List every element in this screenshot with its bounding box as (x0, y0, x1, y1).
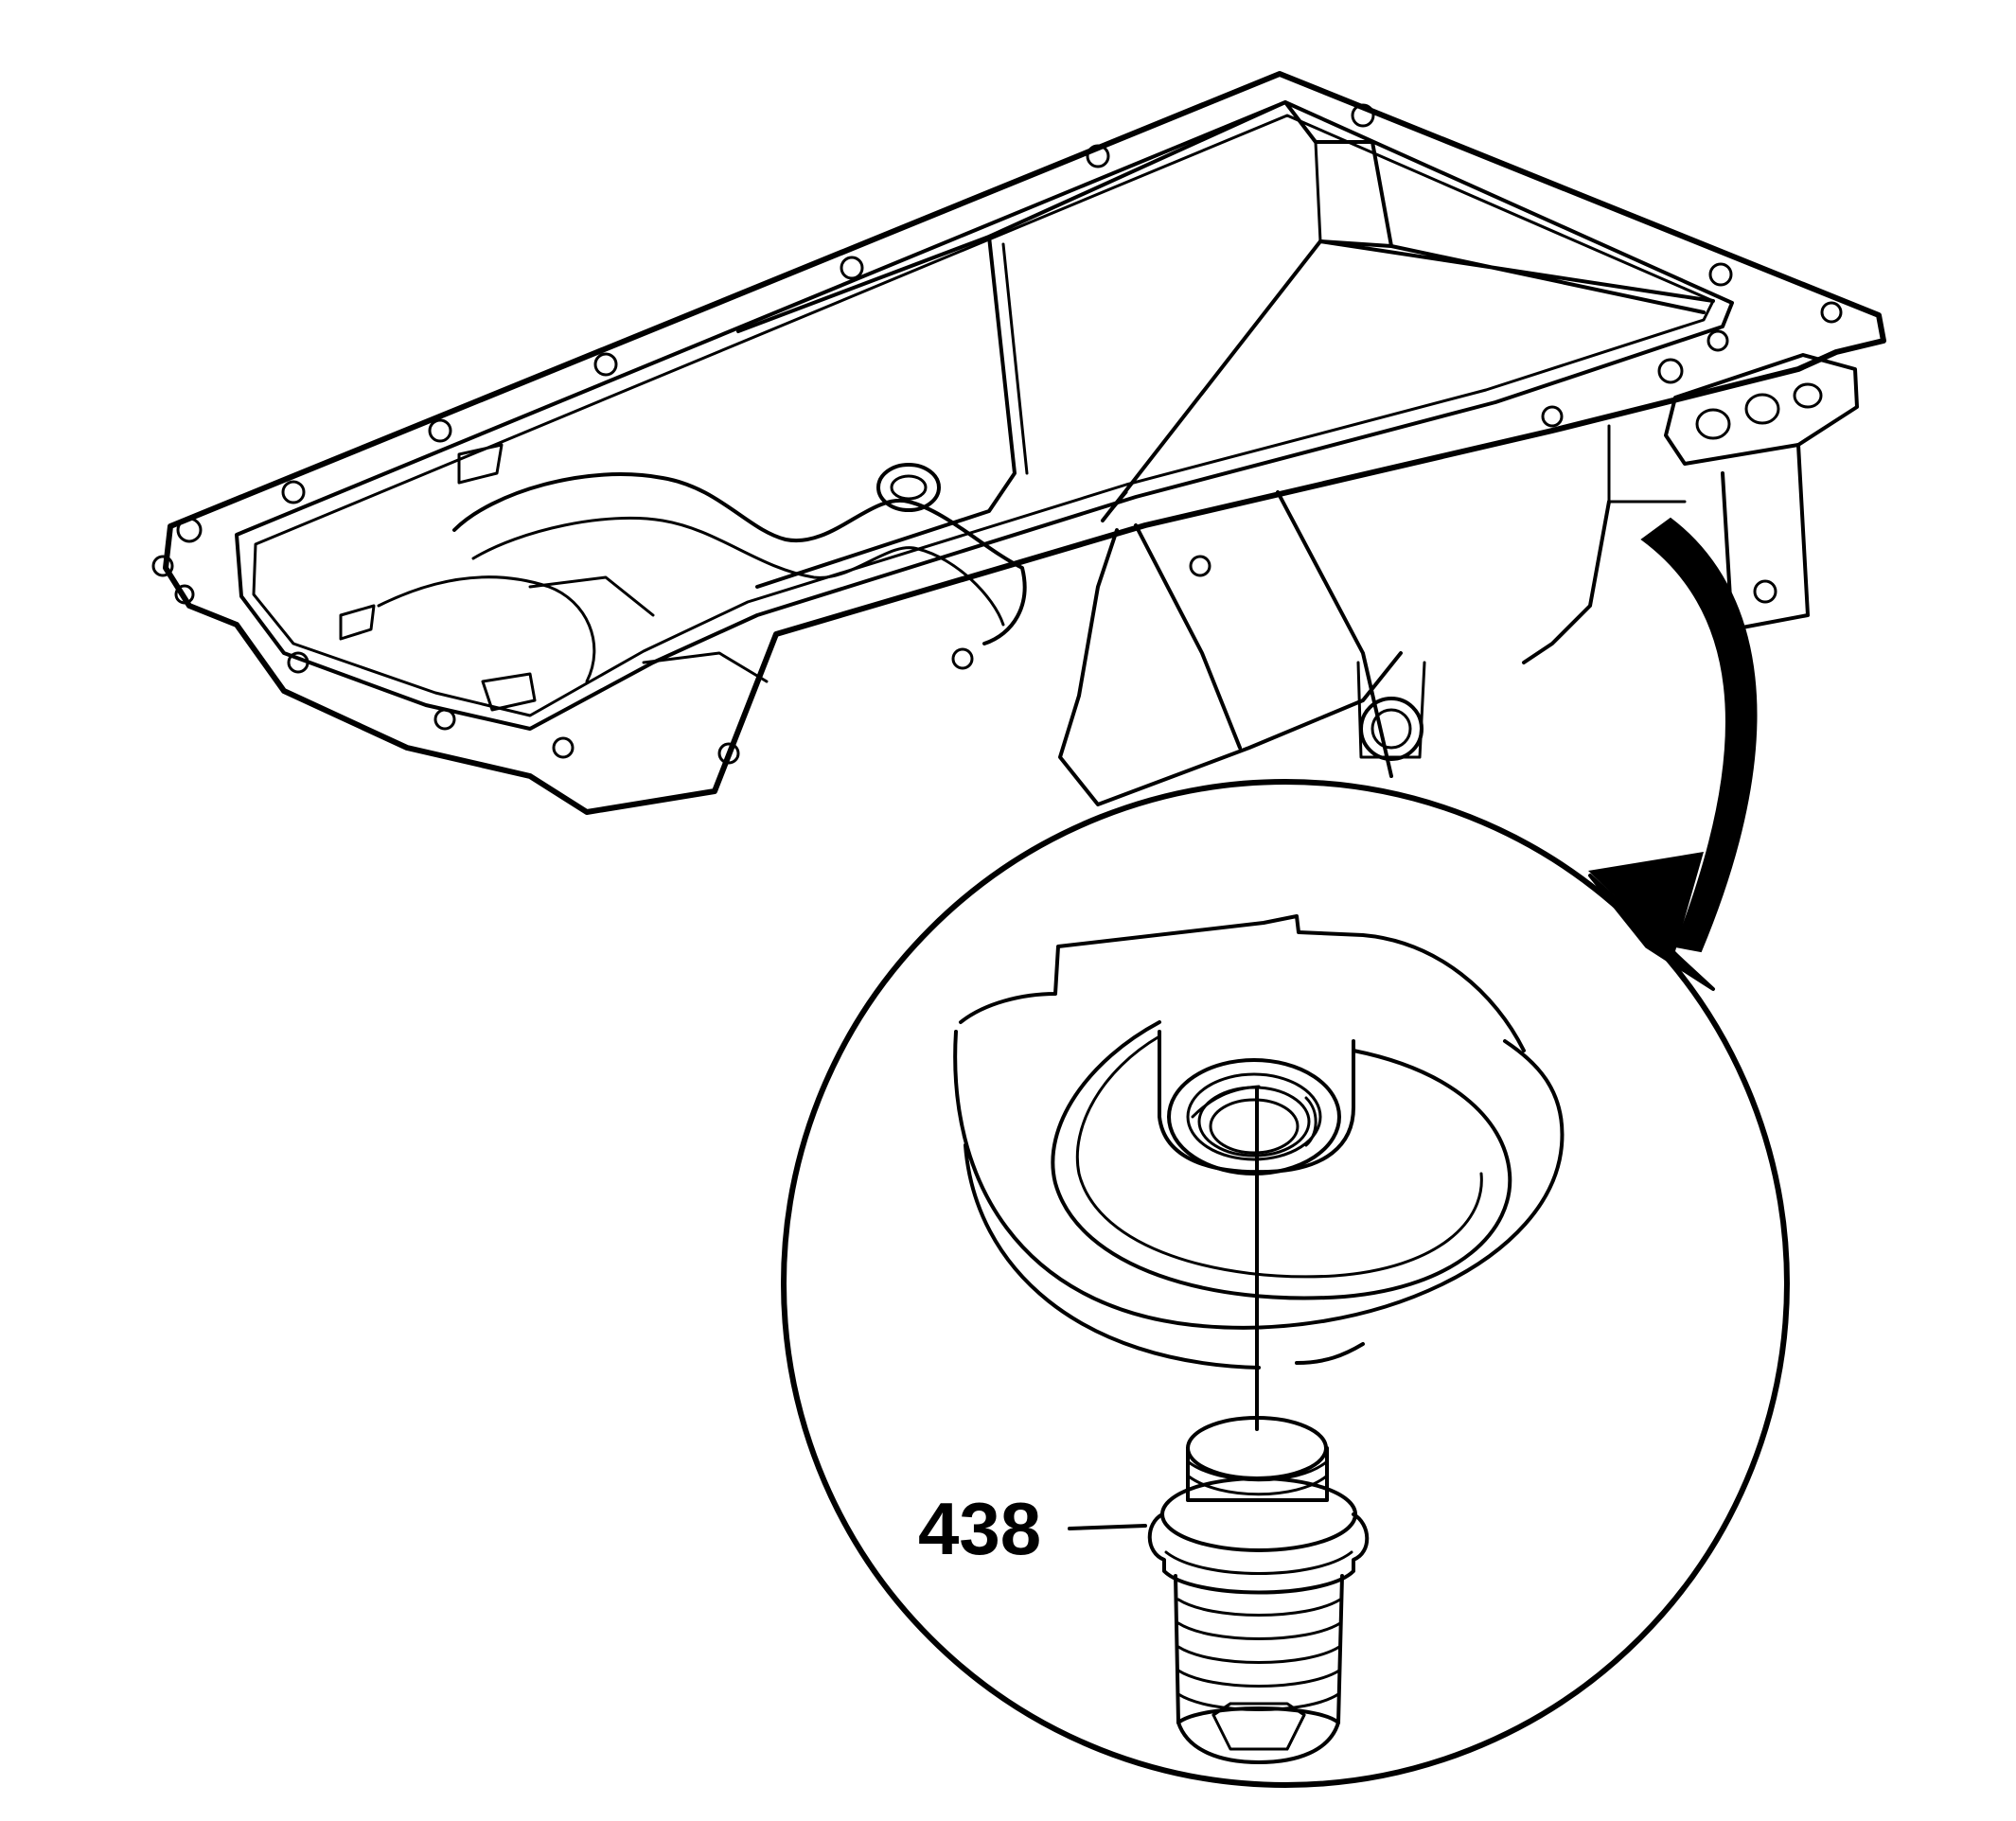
oil-drain-plug (1147, 1416, 1370, 1764)
detail-view: 438 (781, 779, 1790, 1788)
pickup-tube-edge (471, 516, 1005, 627)
mounting-bracket (1522, 353, 1859, 664)
oil-pan (151, 71, 1886, 815)
pickup-tube-outlet-inner (890, 474, 928, 501)
flange-tab (339, 443, 537, 712)
sump-floor (1318, 239, 1715, 314)
sump-wall-back (736, 235, 1017, 589)
pan-surface-outer (953, 1030, 1565, 1330)
threaded-drain-hole (1158, 1030, 1355, 1176)
callout-leader-438 (1068, 1524, 1147, 1530)
callout-label-438: 438 (918, 1487, 1041, 1570)
boss-ring-inner (1075, 1034, 1483, 1279)
pan-surface-top (959, 914, 1526, 1052)
pan-side-wall (1058, 490, 1403, 806)
oil-pan-flange-inner (235, 100, 1734, 731)
detail-arrow (1588, 517, 1758, 992)
tray-ribs (377, 575, 769, 683)
pickup-tube (452, 472, 1027, 645)
pan-surface-inner (964, 1143, 1365, 1370)
arrow-shaft (1640, 517, 1758, 953)
sump-wall-side (1001, 140, 1322, 522)
arrow-head-fill (1588, 852, 1715, 992)
boss-ring-outer (1051, 1020, 1512, 1300)
oil-pan-flange-outer (163, 71, 1886, 815)
flange-bolt-holes (151, 103, 1843, 765)
pickup-tube-outlet (876, 463, 941, 512)
oil-pan-flange-edge (252, 114, 1715, 717)
detail-circle-border (781, 779, 1790, 1788)
drain-boss (1356, 661, 1426, 761)
